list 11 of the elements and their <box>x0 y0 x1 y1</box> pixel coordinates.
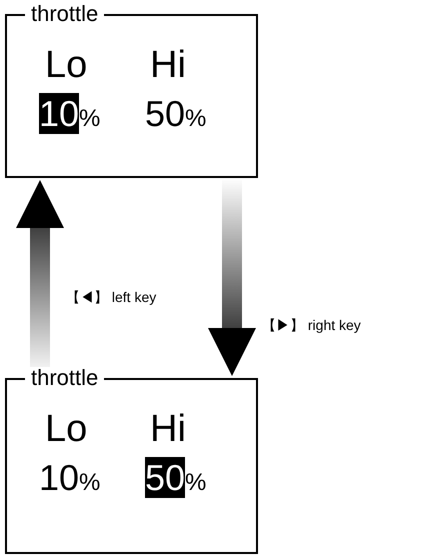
arrow <box>208 180 256 376</box>
column-heading: Lo <box>45 46 88 84</box>
value-text: 50% <box>145 96 206 132</box>
column-heading: Hi <box>150 410 186 448</box>
column-heading: Lo <box>45 410 88 448</box>
edge-label: 【◀】 left key <box>66 290 156 304</box>
edge-label: 【▶】 right key <box>262 318 361 332</box>
value-text: 10% <box>39 460 100 496</box>
value-text: 50% <box>145 460 206 496</box>
column-heading: Hi <box>150 46 186 84</box>
value-text: 10% <box>39 96 100 132</box>
